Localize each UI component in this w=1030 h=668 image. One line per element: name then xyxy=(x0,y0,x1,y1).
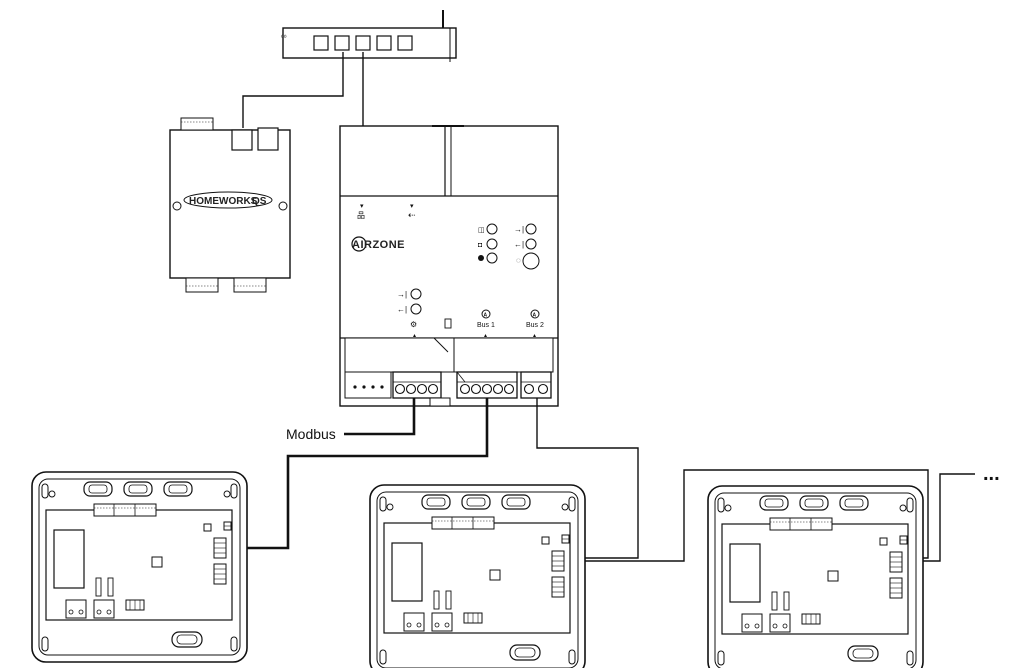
zone-board-2 xyxy=(369,484,586,668)
homeworks-model: QS xyxy=(252,196,267,207)
switch-port xyxy=(397,35,413,51)
switch-port xyxy=(334,35,350,51)
bus2-terminal xyxy=(520,371,552,399)
svg-text:A: A xyxy=(533,313,537,319)
homeworks-brand: HOMEWORKS xyxy=(189,196,258,207)
svg-text:▾: ▾ xyxy=(410,203,414,210)
bus1-cable-board1 xyxy=(234,398,489,550)
svg-text:A: A xyxy=(484,313,488,319)
bus1-terminal xyxy=(456,371,518,399)
ethernet-cable-homeworks xyxy=(242,52,344,128)
svg-text:品: 品 xyxy=(357,211,365,220)
bus2-label: Bus 2 xyxy=(526,322,544,329)
svg-text:◫: ◫ xyxy=(478,227,485,234)
svg-text:▴: ▴ xyxy=(413,333,416,339)
switch-port xyxy=(376,35,392,51)
svg-text:←|: ←| xyxy=(514,240,524,249)
svg-text:→|: →| xyxy=(514,225,524,234)
svg-text:◌: ◌ xyxy=(516,256,521,265)
svg-text:▾: ▾ xyxy=(360,203,364,210)
svg-text:⁰⁰: ⁰⁰ xyxy=(281,34,287,42)
airzone-controller: ▾ 品 ▾ ⇠ AIRZONE ◫ ◘ →| ←| ◌ →| ←| ⚙ ▴ xyxy=(339,125,559,407)
switch-port xyxy=(355,35,371,51)
svg-text:▴: ▴ xyxy=(533,333,536,339)
svg-text:◘: ◘ xyxy=(478,242,482,249)
switch-ports xyxy=(313,35,413,51)
zone-board-1 xyxy=(31,471,248,663)
homeworks-qs-processor: HOMEWORKS QS xyxy=(169,117,291,293)
modbus-terminal xyxy=(392,371,442,399)
airzone-logo: AIRZONE xyxy=(352,239,405,251)
svg-text:←|: ←| xyxy=(397,305,407,314)
svg-text:▴: ▴ xyxy=(484,333,487,339)
svg-text:⚙: ⚙ xyxy=(410,320,417,329)
bus2-cable-return xyxy=(572,469,929,562)
zone-board-3 xyxy=(707,485,924,668)
svg-text:→|: →| xyxy=(397,290,407,299)
airzone-leds: ◫ ◘ →| ←| ◌ →| ←| ⚙ ▴ xyxy=(397,223,540,339)
svg-text:⇠: ⇠ xyxy=(408,210,416,220)
network-switch: ⁰⁰ xyxy=(281,10,457,62)
modbus-label: Modbus xyxy=(286,426,336,442)
switch-port xyxy=(313,35,329,51)
modbus-cable xyxy=(344,398,416,436)
bus2-cable xyxy=(536,398,639,559)
bus2-cable-continue xyxy=(910,473,975,562)
continuation-dots: ... xyxy=(983,463,1000,485)
bus1-label: Bus 1 xyxy=(477,322,495,329)
